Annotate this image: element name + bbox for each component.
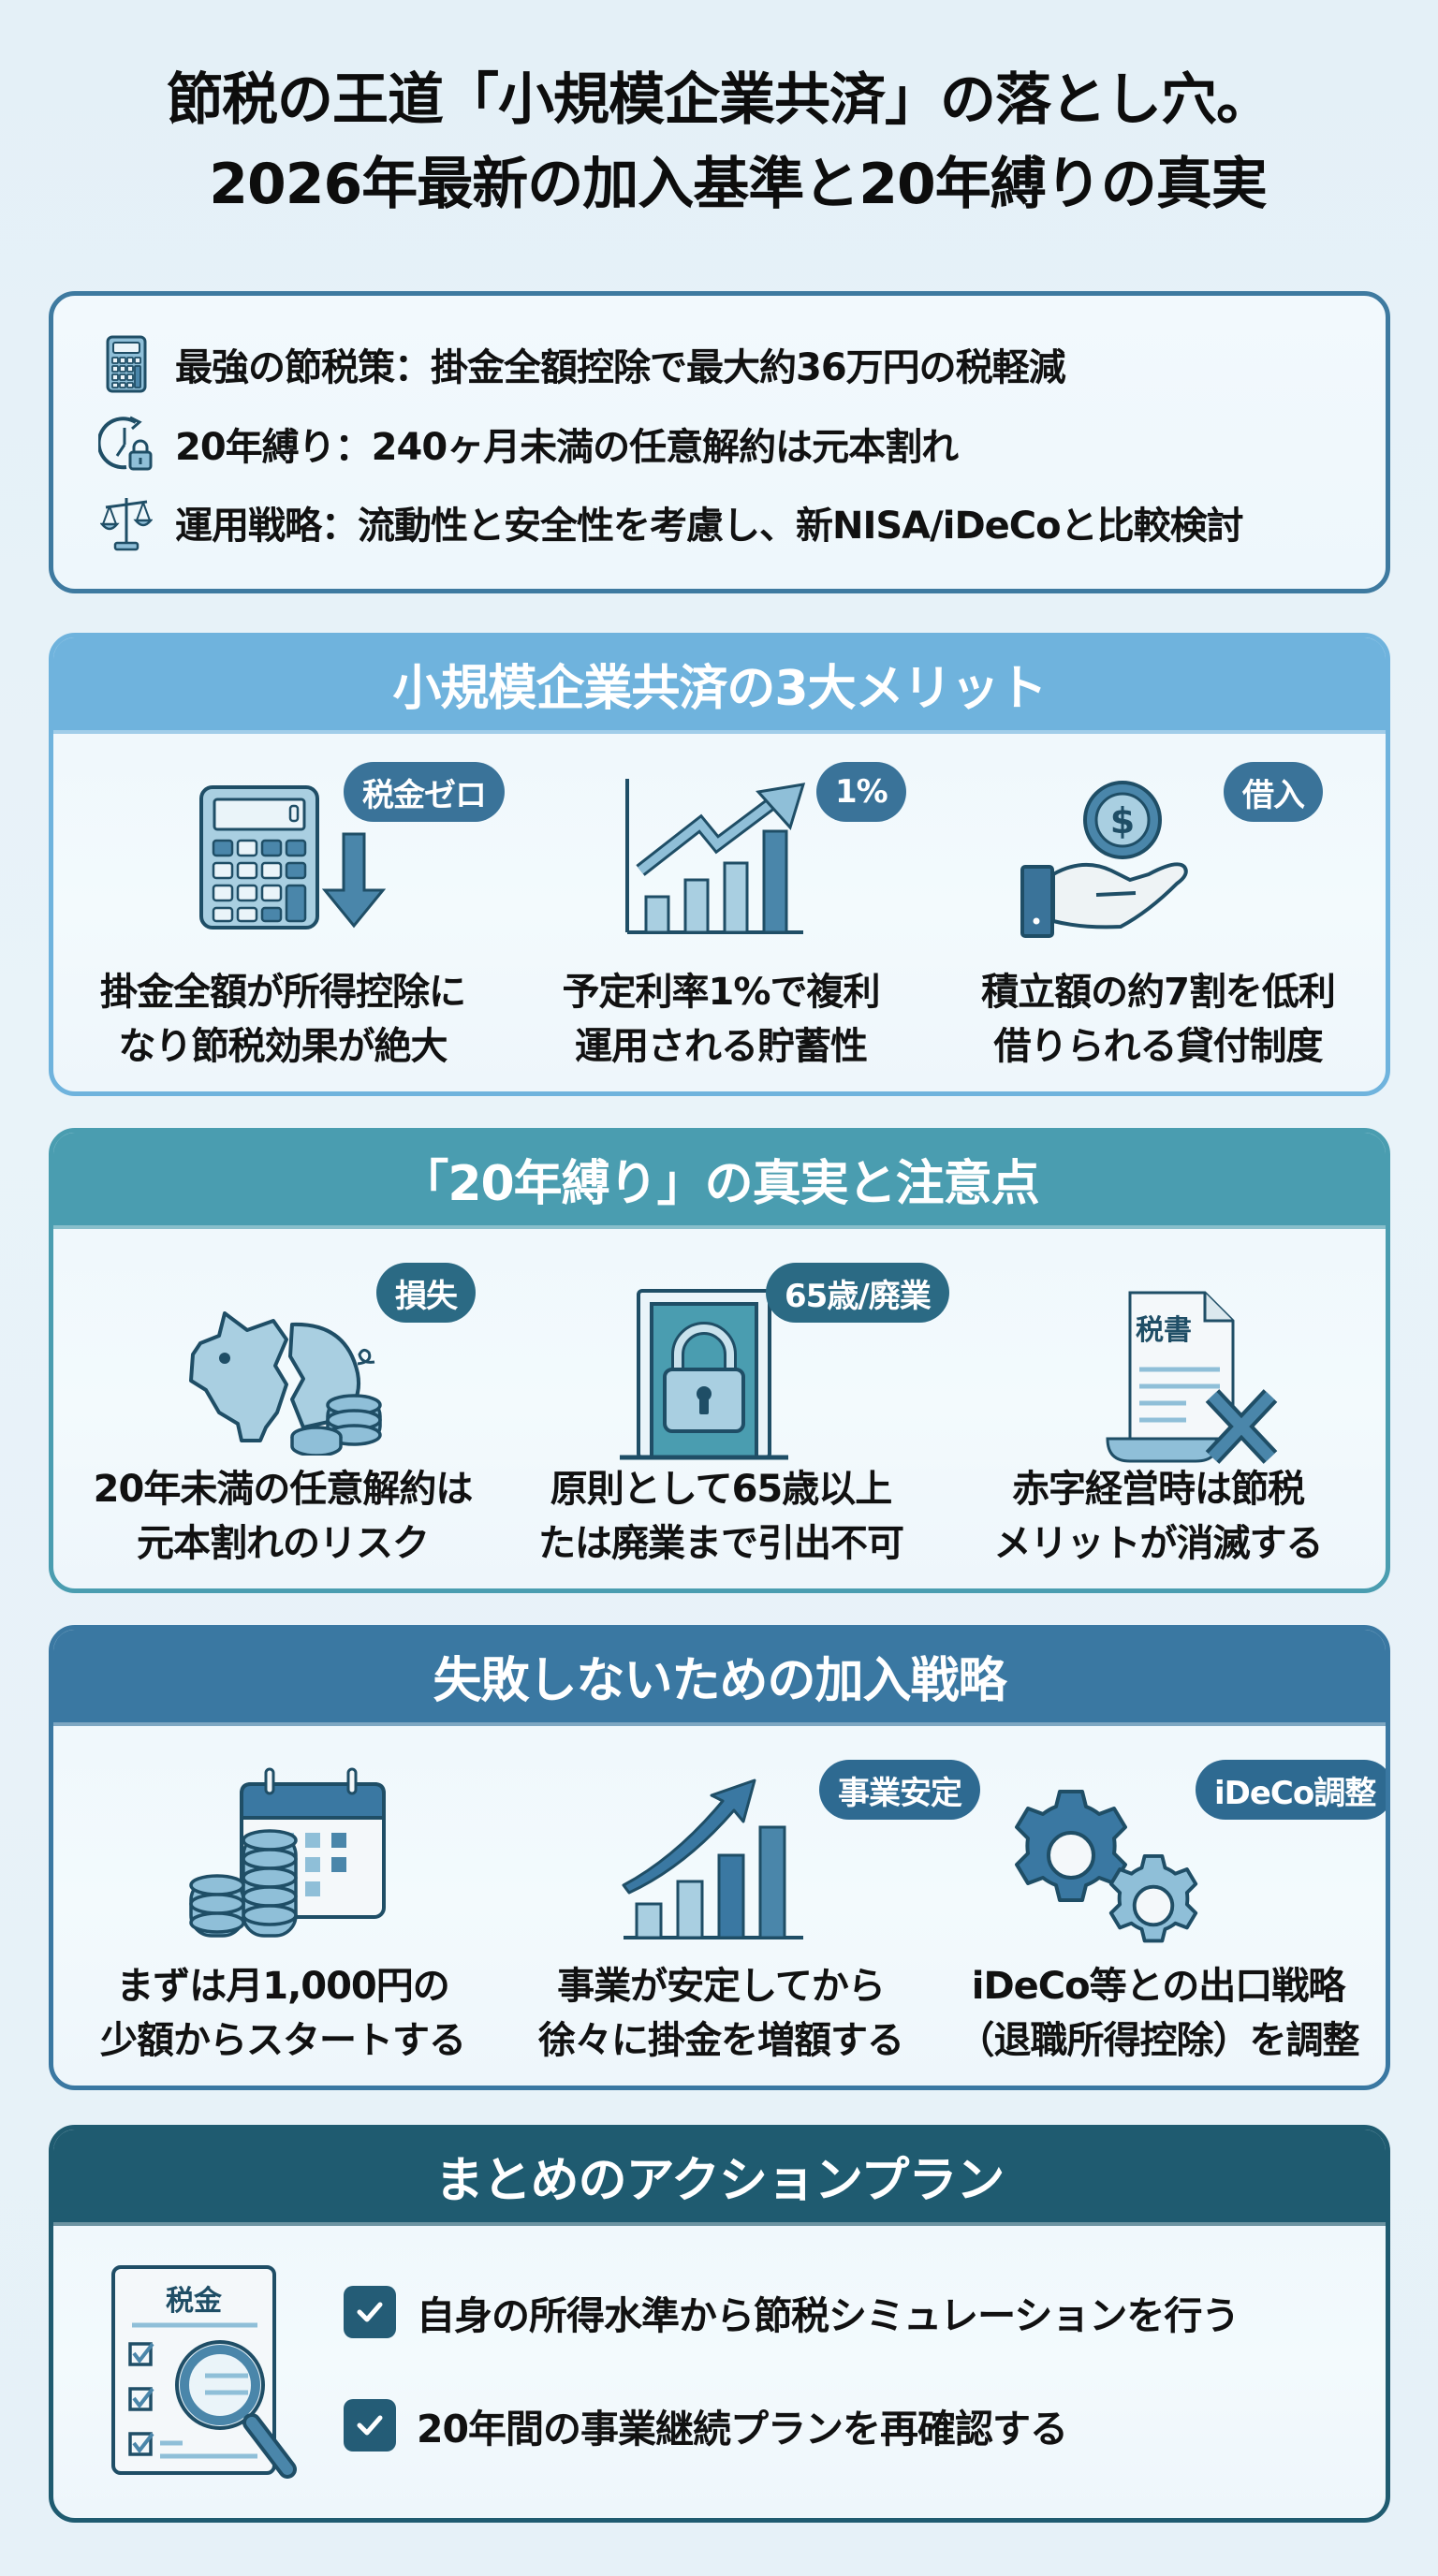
lock-period-section: 「20年縛り」の真実と注意点 [49, 1128, 1390, 1593]
summary-box: 最強の節税策：掛金全額控除で最大約36万円の税軽減 20年縛り：240ヶ月未満の… [49, 291, 1390, 593]
locked-door-icon [620, 1289, 788, 1460]
section-header: 失敗しないための加入戦略 [53, 1630, 1386, 1726]
page-title: 節税の王道「小規模企業共済」の落とし穴。 2026年最新の加入基準と20年縛りの… [0, 58, 1438, 227]
title-line-1: 節税の王道「小規模企業共済」の落とし穴。 [167, 67, 1272, 133]
risk-deficit: 税書 税書 赤字経営時は節税 メリットが消滅する [943, 1229, 1373, 1588]
strategy-exit-adjust: iDeCo調整 iDeCo等との出口戦略 （退職所得控除）を調整 [943, 1726, 1386, 2086]
action-plan-section: まとめのアクションプラン 税金 自身の所得水準から節税シミュレーションを行う [49, 2125, 1390, 2523]
checklist-magnifier-icon: 税金 [111, 2265, 297, 2479]
merit-compound-interest: 1% 予定利率1%で複利 運用される貯蓄性 [506, 734, 936, 1091]
hand-coin-icon: $ [1020, 781, 1188, 938]
loss-badge: 損失 [376, 1263, 476, 1323]
merits-section: 小規模企業共済の3大メリット 税金ゼロ [49, 633, 1390, 1096]
interest-rate-badge: 1% [816, 762, 906, 822]
strategy-section: 失敗しないための加入戦略 まずは [49, 1625, 1390, 2090]
scale-icon [98, 490, 154, 555]
risk-desc: 原則として65歳以上 たは廃業まで引出不可 [538, 1468, 904, 1565]
checkbox-checked[interactable] [344, 2286, 396, 2338]
risk-withdrawal-restriction: 65歳/廃業 原則として65歳以上 たは廃業まで引出不可 [506, 1229, 949, 1588]
calendar-coins-icon [189, 1767, 386, 1938]
strategy-desc: 事業が安定してから 徐々に掛金を増額する [538, 1965, 904, 2062]
summary-text: 最強の節税策：掛金全額控除で最大約36万円の税軽減 [175, 346, 1066, 389]
rising-bars-icon [622, 1778, 803, 1939]
merit-tax-deduction: 税金ゼロ 掛金全額が所得控除に なり節税効果が絶大 [67, 734, 505, 1091]
merit-desc: 積立額の約7割を低利 借りられる貸付制度 [981, 971, 1336, 1068]
risk-desc: 赤字経営時は節税 メリットが消滅する [993, 1468, 1324, 1565]
tax-document-label: 税書 [1136, 1314, 1192, 1347]
section-header: まとめのアクションプラン [53, 2130, 1386, 2226]
strategy-desc: iDeCo等との出口戦略 （退職所得控除）を調整 [957, 1965, 1360, 2062]
section-header: 小規模企業共済の3大メリット [53, 637, 1386, 734]
summary-text: 20年縛り：240ヶ月未満の任意解約は元本割れ [175, 426, 959, 469]
checkmark-icon [357, 2415, 383, 2436]
svg-text:$: $ [1110, 800, 1135, 842]
section-header: 「20年縛り」の真実と注意点 [53, 1133, 1386, 1229]
strategy-desc: まずは月1,000円の 少額からスタートする [100, 1965, 466, 2062]
summary-item-strategy: 運用戦略：流動性と安全性を考慮し、新NISA/iDeCoと比較検討 [98, 490, 1244, 555]
summary-item-tax-saving: 最強の節税策：掛金全額控除で最大約36万円の税軽減 [98, 331, 1066, 397]
action-item-label: 20年間の事業継続プランを再確認する [417, 2407, 1068, 2452]
action-item-continuity-plan[interactable]: 20年間の事業継続プランを再確認する [344, 2397, 1068, 2453]
business-stable-badge: 事業安定 [819, 1760, 980, 1820]
calculator-icon [98, 331, 154, 397]
clock-lock-icon [98, 411, 154, 476]
strategy-gradual-increase: 事業安定 事業が安定してから 徐々に掛金を増額する [506, 1726, 980, 2086]
age-closure-badge: 65歳/廃業 [766, 1263, 949, 1323]
strategy-small-start: まずは月1,000円の 少額からスタートする [67, 1726, 498, 2086]
summary-text: 運用戦略：流動性と安全性を考慮し、新NISA/iDeCoと比較検討 [175, 505, 1244, 548]
title-line-2: 2026年最新の加入基準と20年縛りの真実 [209, 152, 1268, 217]
risk-desc: 20年未満の任意解約は 元本割れのリスク [93, 1468, 474, 1565]
checkmark-icon [357, 2302, 383, 2322]
tax-zero-badge: 税金ゼロ [344, 762, 505, 822]
gears-icon [1015, 1790, 1198, 1943]
merit-desc: 掛金全額が所得控除に なり節税効果が絶大 [100, 971, 466, 1068]
growth-chart-icon [625, 779, 806, 934]
merit-desc: 予定利率1%で複利 運用される貯蓄性 [562, 971, 881, 1068]
action-item-simulation[interactable]: 自身の所得水準から節税シミュレーションを行う [344, 2284, 1240, 2340]
risk-principal-loss: 損失 20年未満の任意解約は 元本割れのリスク [67, 1229, 498, 1588]
summary-item-20-year-lock: 20年縛り：240ヶ月未満の任意解約は元本割れ [98, 411, 959, 476]
tax-document-x-icon: 税書 [1106, 1291, 1278, 1464]
checkbox-checked[interactable] [344, 2399, 396, 2452]
svg-text:税金: 税金 [166, 2285, 223, 2318]
ideco-adjust-badge: iDeCo調整 [1196, 1760, 1386, 1820]
loan-badge: 借入 [1224, 762, 1323, 822]
broken-piggy-bank-icon [189, 1311, 382, 1456]
merit-loan-system: $ 借入 積立額の約7割を低利 借りられる貸付制度 [943, 734, 1373, 1091]
action-item-label: 自身の所得水準から節税シミュレーションを行う [417, 2293, 1240, 2338]
calculator-down-arrow-icon [199, 785, 386, 929]
